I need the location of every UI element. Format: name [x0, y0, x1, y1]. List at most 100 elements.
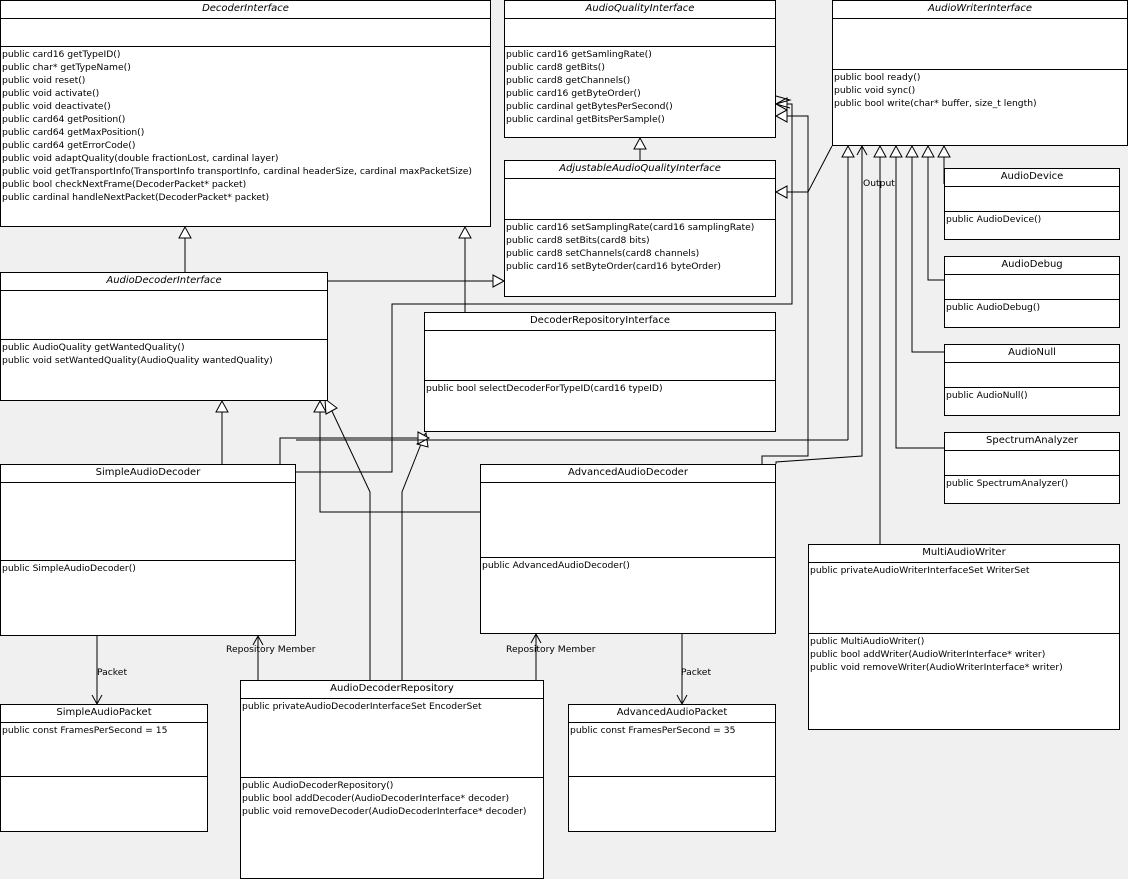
operation: public card64 getErrorCode() — [2, 140, 136, 151]
operation: public AudioDecoderRepository() — [242, 780, 394, 791]
class-name: AdvancedAudioPacket — [569, 705, 775, 723]
operation: public card64 getMaxPosition() — [2, 127, 145, 138]
operations-compartment: public AudioDevice() — [945, 212, 1119, 239]
inheritance-arrowhead — [921, 144, 935, 158]
class-audio-quality-interface[interactable]: AudioQualityInterface public card16 getSa… — [504, 0, 776, 138]
operations-compartment — [569, 777, 775, 831]
operation: public card8 getBits() — [506, 62, 605, 73]
attributes-compartment — [945, 275, 1119, 300]
operation: public card8 setBits(card8 bits) — [506, 235, 650, 246]
class-audio-writer-interface[interactable]: AudioWriterInterface public bool ready()p… — [832, 0, 1128, 146]
inheritance-arrowhead — [774, 109, 788, 123]
class-name: AudioNull — [945, 345, 1119, 363]
inheritance-arrowhead — [458, 225, 472, 239]
packet-label-advanced: Packet — [681, 667, 712, 678]
inheritance-arrowhead — [873, 144, 887, 158]
operation: public cardinal handleNextPacket(Decoder… — [2, 192, 270, 203]
attributes-compartment — [481, 483, 775, 558]
operations-compartment: public AudioQuality getWantedQuality() pu… — [1, 340, 327, 400]
operation: public SpectrumAnalyzer() — [946, 478, 1069, 489]
operations-compartment: public AdvancedAudioDecoder() — [481, 558, 775, 633]
class-name: AdvancedAudioDecoder — [481, 465, 775, 483]
class-name: DecoderRepositoryInterface — [425, 313, 775, 331]
operation: public card16 getTypeID() — [2, 49, 121, 60]
inheritance-arrowhead — [178, 225, 192, 239]
output-label: Output — [863, 178, 895, 189]
class-spectrum-analyzer[interactable]: SpectrumAnalyzer public SpectrumAnalyzer(… — [944, 432, 1120, 504]
class-name: AdjustableAudioQualityInterface — [505, 161, 775, 179]
operations-compartment: public SpectrumAnalyzer() — [945, 476, 1119, 503]
attributes-compartment — [425, 331, 775, 381]
generalization-line — [911, 157, 944, 353]
class-multi-audio-writer[interactable]: MultiAudioWriter public privateAudioWrite… — [808, 544, 1120, 730]
attributes-compartment — [1, 19, 490, 47]
operation: public bool write(char* buffer, size_t l… — [834, 98, 1037, 109]
operations-compartment: public MultiAudioWriter()public bool add… — [809, 634, 1119, 729]
operations-compartment: public card16 getSamlingRate()public car… — [505, 47, 775, 137]
inheritance-arrowhead — [492, 274, 506, 288]
operations-compartment: public bool selectDecoderForTypeID(card1… — [425, 381, 775, 431]
class-simple-audio-decoder[interactable]: SimpleAudioDecoder public SimpleAudioDeco… — [0, 464, 296, 636]
inheritance-arrowhead — [324, 397, 338, 415]
class-name: DecoderInterface — [1, 1, 490, 19]
association-arrowhead — [530, 632, 542, 644]
class-advanced-audio-decoder[interactable]: AdvancedAudioDecoder public AdvancedAudio… — [480, 464, 776, 634]
class-name: SimpleAudioDecoder — [1, 465, 295, 483]
operation: public AudioNull() — [946, 390, 1028, 401]
class-audio-debug[interactable]: AudioDebug public AudioDebug() — [944, 256, 1120, 328]
operation: public AudioDevice() — [946, 214, 1042, 225]
attributes-compartment: public const FramesPerSecond = 35 — [569, 723, 775, 777]
operation: public AdvancedAudioDecoder() — [482, 560, 630, 571]
generalization-line — [761, 115, 809, 464]
class-adjustable-audio-quality-interface[interactable]: AdjustableAudioQualityInterface public ca… — [504, 160, 776, 297]
operation: public bool addWriter(AudioWriterInterfa… — [810, 649, 1046, 660]
operation: public AudioQuality getWantedQuality() — [2, 342, 185, 353]
class-name: AudioWriterInterface — [833, 1, 1127, 19]
inheritance-arrowhead — [417, 431, 431, 445]
association-line — [787, 145, 833, 193]
operation: public card64 getPosition() — [2, 114, 126, 125]
operation: public void removeDecoder(AudioDecoderIn… — [242, 806, 527, 817]
operation: public void sync() — [834, 85, 916, 96]
attributes-compartment — [945, 187, 1119, 212]
inheritance-arrowhead — [905, 144, 919, 158]
operation: public cardinal getBytesPerSecond() — [506, 101, 673, 112]
operations-compartment: public card16 getTypeID()public char* ge… — [1, 47, 490, 226]
attributes-compartment: public privateAudioDecoderInterfaceSet E… — [241, 699, 543, 778]
operation: public bool addDecoder(AudioDecoderInter… — [242, 793, 510, 804]
inheritance-arrowhead — [215, 399, 229, 413]
class-decoder-interface[interactable]: DecoderInterface public card16 getTypeID(… — [0, 0, 491, 227]
operation: public void removeWriter(AudioWriterInte… — [810, 662, 1063, 673]
operation: public void setWantedQuality(AudioQualit… — [2, 355, 273, 366]
class-decoder-repository-interface[interactable]: DecoderRepositoryInterface public bool se… — [424, 312, 776, 432]
attributes-compartment: public privateAudioWriterInterfaceSet Wr… — [809, 563, 1119, 634]
operation: public void activate() — [2, 88, 100, 99]
class-name: MultiAudioWriter — [809, 545, 1119, 563]
operation: public SimpleAudioDecoder() — [2, 563, 136, 574]
inheritance-arrowhead — [774, 97, 788, 111]
class-audio-null[interactable]: AudioNull public AudioNull() — [944, 344, 1120, 416]
operation: public card8 getChannels() — [506, 75, 631, 86]
attributes-compartment — [945, 363, 1119, 388]
operation: public AudioDebug() — [946, 302, 1041, 313]
inheritance-arrowhead — [774, 185, 788, 199]
class-name: AudioDebug — [945, 257, 1119, 275]
operations-compartment: public bool ready()public void sync()pub… — [833, 70, 1127, 145]
operation: public void reset() — [2, 75, 86, 86]
generalization-line — [401, 443, 422, 680]
operations-compartment: public AudioDecoderRepository() public bo… — [241, 778, 543, 878]
attributes-compartment — [1, 483, 295, 561]
class-name: AudioQualityInterface — [505, 1, 775, 19]
class-name: SpectrumAnalyzer — [945, 433, 1119, 451]
class-name: SimpleAudioPacket — [1, 705, 207, 723]
association-arrowhead — [856, 144, 868, 156]
attributes-compartment — [505, 179, 775, 220]
operation: public void getTransportInfo(TransportIn… — [2, 166, 472, 177]
attribute: public privateAudioWriterInterfaceSet Wr… — [810, 565, 1030, 576]
